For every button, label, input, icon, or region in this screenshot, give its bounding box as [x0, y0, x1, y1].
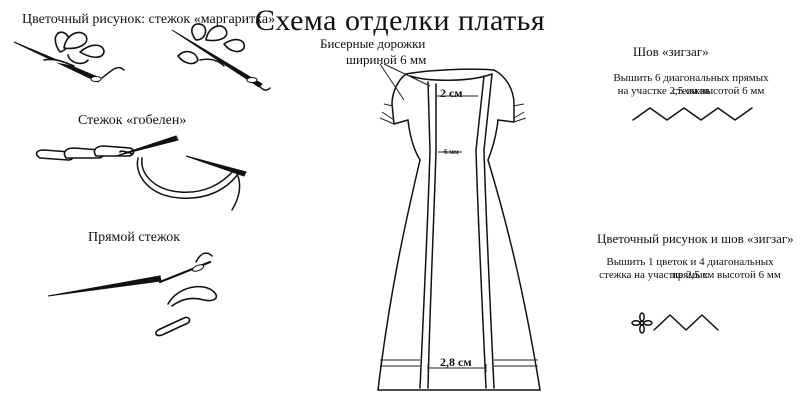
straight-stitch-illustration: [47, 252, 218, 337]
tapestry-stitch-illustration: [35, 135, 247, 211]
straight-stitch-label: Прямой стежок: [88, 230, 181, 245]
dimension-bottom-label: 2,8 см: [440, 355, 472, 369]
flower-zigzag-illustration: [631, 312, 719, 334]
bead-track-label-line1: Бисерные дорожки: [320, 36, 426, 51]
zigzag-desc-line1: Вышить 6 диагональных прямых стежков: [613, 72, 769, 97]
daisy-stitch-illustration-right: [171, 23, 271, 91]
combo-desc-line2: стежка на участке 2,5 см высотой 6 мм: [599, 269, 781, 281]
page-title: Схема отделки платья: [254, 4, 546, 37]
tapestry-stitch-label: Стежок «гобелен»: [78, 113, 187, 128]
zigzag-desc-line2: на участке 2,5 см высотой 6 мм: [617, 85, 765, 97]
flower-icon: [631, 312, 653, 334]
daisy-stitch-label: Цветочный рисунок: стежок «маргаритка»: [22, 12, 276, 27]
zigzag-title: Шов «зигзаг»: [633, 44, 709, 59]
bead-track-label-line2: шириной 6 мм: [346, 52, 427, 67]
zigzag-stitch-illustration: [632, 107, 753, 121]
combo-desc-line1: Вышить 1 цветок и 4 диагональных прямых: [606, 256, 774, 281]
combo-title: Цветочный рисунок и шов «зигзаг»: [597, 231, 794, 246]
dress-diagram: [377, 63, 541, 391]
daisy-stitch-illustration-left: [13, 31, 125, 83]
